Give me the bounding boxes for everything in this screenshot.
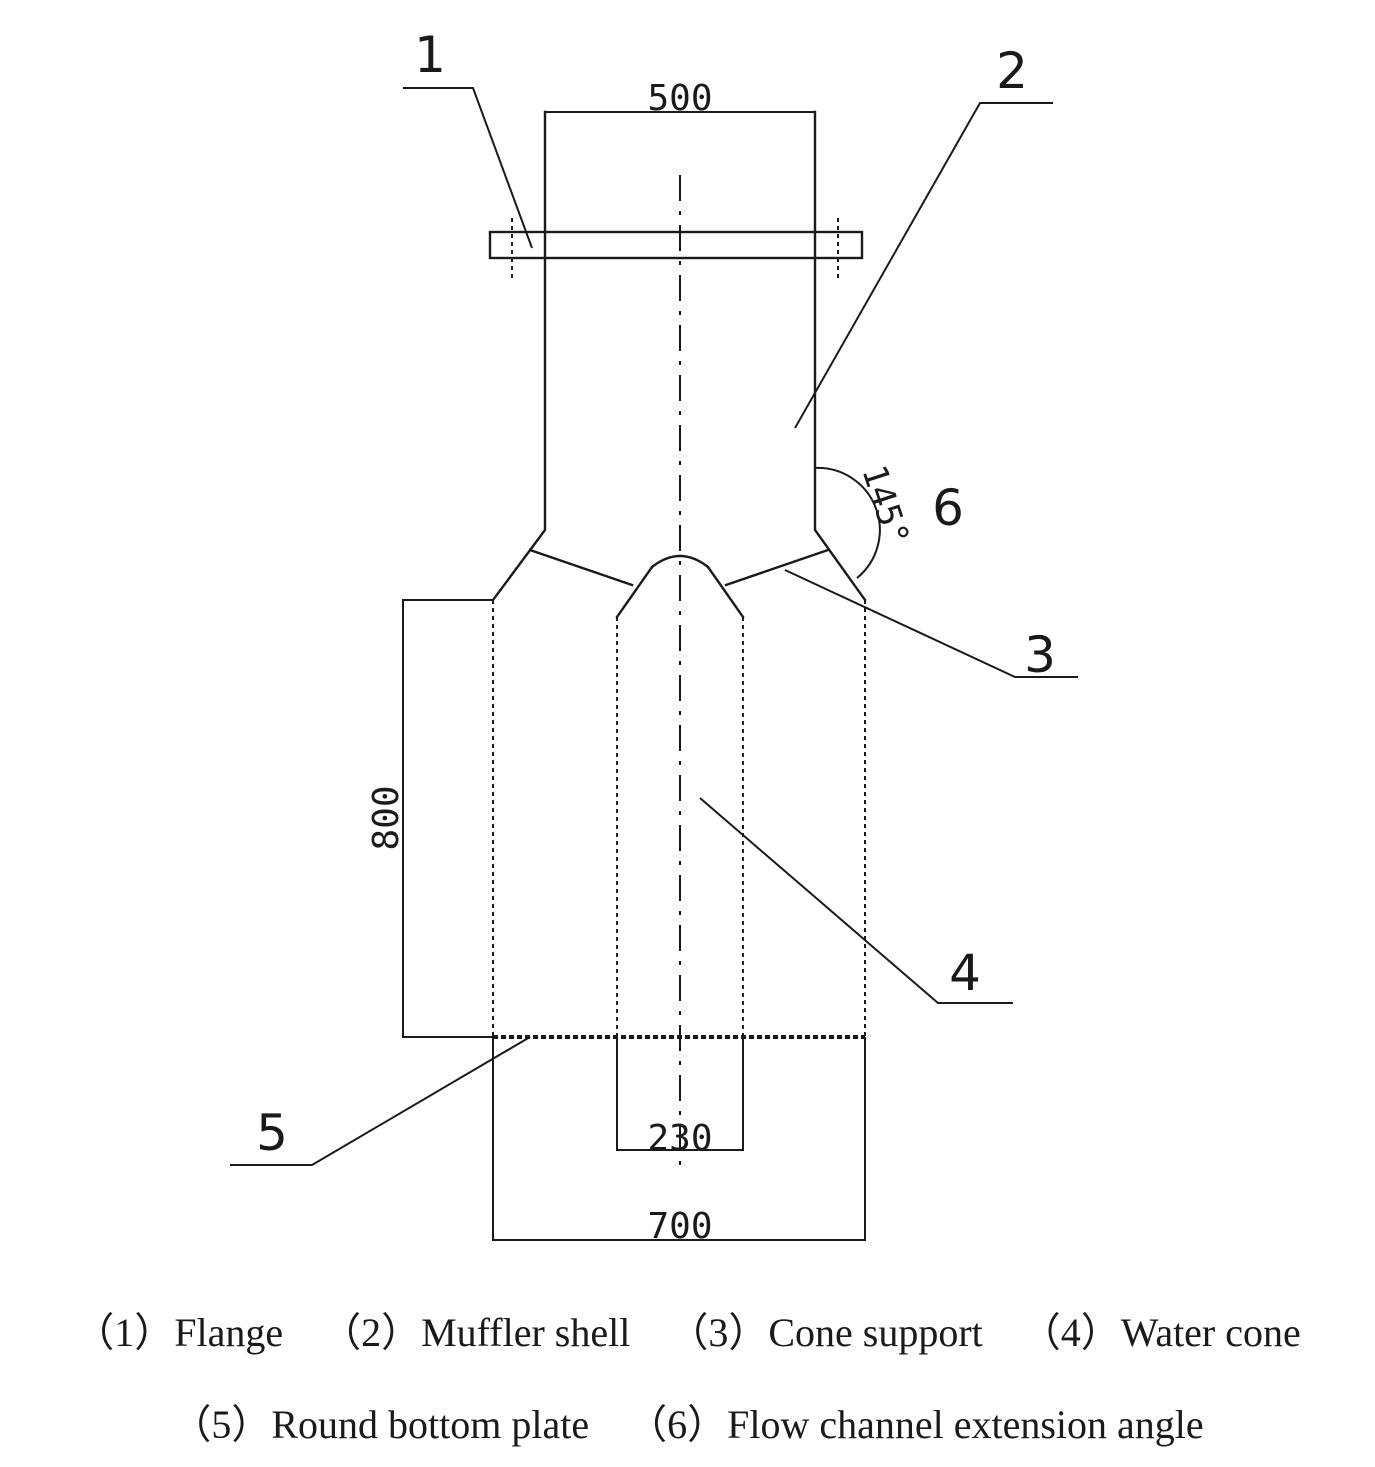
callout-5: 5 (256, 1104, 288, 1162)
leader-4 (699, 797, 1013, 1004)
dim-700: 700 (647, 1206, 712, 1247)
legend-item-flange: （1）Flange (74, 1310, 284, 1355)
dim-700-line (492, 1037, 866, 1241)
dim-500: 500 (647, 78, 712, 119)
dim-230: 230 (647, 1118, 712, 1159)
leader-5 (230, 1036, 531, 1166)
legend-row-1: （1）Flange （2）Muffler shell （3）Cone suppo… (0, 1300, 1375, 1358)
legend-item-flow-channel-angle: （6）Flow channel extension angle (627, 1402, 1204, 1447)
legend-item-water-cone: （4）Water cone (1020, 1310, 1301, 1355)
dim-800: 800 (366, 785, 407, 850)
angle-label: 145° (853, 460, 916, 550)
muffler-shell-right (813, 110, 867, 602)
dim-230-line (616, 1037, 744, 1151)
leader-2 (794, 102, 1053, 429)
water-cone-top (615, 554, 745, 619)
callout-3: 3 (1024, 626, 1056, 684)
callout-4: 4 (949, 944, 981, 1002)
muffler-drawing: 500 800 230 700 145° 1 2 3 4 5 6 (230, 26, 1078, 1247)
dim-800-line (402, 599, 493, 1038)
flange (488, 230, 864, 260)
cone-support-right (724, 548, 830, 587)
leader-1 (403, 87, 533, 249)
legend-row-2: （5）Round bottom plate （6）Flow channel ex… (0, 1392, 1375, 1450)
leader-3 (784, 569, 1078, 678)
muffler-shell-left (491, 110, 547, 602)
callout-6: 6 (932, 479, 964, 537)
legend-item-round-bottom-plate: （5）Round bottom plate (171, 1402, 590, 1447)
legend-item-muffler-shell: （2）Muffler shell (321, 1310, 631, 1355)
callout-2: 2 (996, 42, 1028, 100)
angle-arc (814, 466, 881, 579)
callout-1: 1 (414, 26, 446, 84)
legend-item-cone-support: （3）Cone support (668, 1310, 983, 1355)
cone-support-left (528, 548, 634, 587)
